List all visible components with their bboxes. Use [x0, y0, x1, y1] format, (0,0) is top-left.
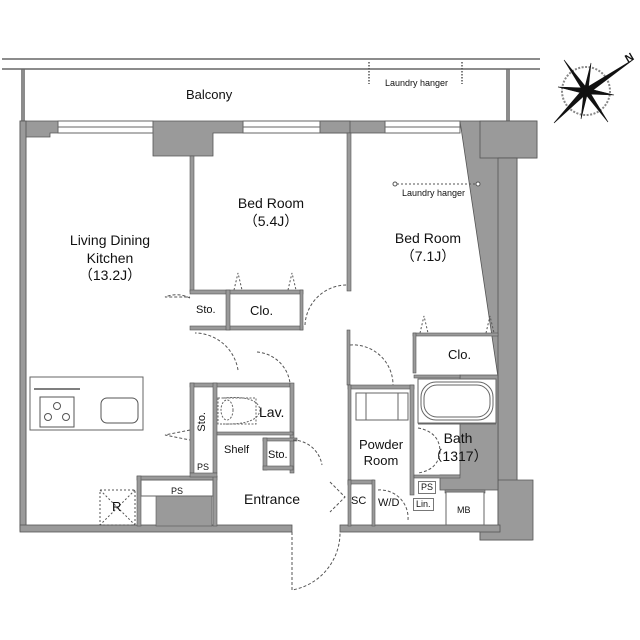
pipe-space-small: PS	[197, 462, 210, 472]
room-bedroom-2: Bed Room （7.1J）	[378, 230, 478, 265]
refrigerator-label: R	[112, 499, 122, 514]
storage-sto-entrance: Sto.	[268, 449, 288, 461]
powder-line1: Powder	[358, 437, 404, 452]
closet-door-markers	[233, 272, 495, 334]
bath-size: （1317）	[428, 447, 488, 464]
meter-box: MB	[457, 505, 471, 515]
interior-walls	[136, 132, 499, 527]
ldk-name-line1: Living Dining	[69, 232, 151, 248]
bedroom2-laundry-hanger-label: Laundry hanger	[402, 188, 466, 198]
pipe-space-bath: PS	[418, 481, 437, 495]
closet-bedroom2: Clo.	[448, 347, 472, 362]
room-bedroom-1: Bed Room （5.4J）	[222, 195, 320, 230]
powder-line2: Room	[363, 453, 399, 469]
inner-boxes	[140, 479, 485, 526]
room-bath: Bath （1317）	[420, 430, 496, 465]
balcony-laundry-hanger-label: Laundry hanger	[385, 78, 449, 88]
windows	[57, 120, 461, 134]
ldk-size: （13.2J）	[78, 267, 142, 283]
stove-icon	[39, 396, 75, 428]
ldk-name-line2: Kitchen	[86, 249, 134, 266]
vanity-icon	[355, 392, 409, 421]
bath-name: Bath	[443, 430, 473, 446]
pipe-space-kitchen: PS	[171, 486, 184, 496]
bedroom2-size: （7.1J）	[400, 247, 456, 264]
room-entrance: Entrance	[244, 491, 301, 507]
bedroom-laundry-hanger	[392, 181, 481, 187]
linen-closet: Lin.	[413, 498, 434, 512]
toilet-icon	[217, 397, 261, 425]
shoe-cabinet: SC	[351, 495, 367, 507]
door-swings	[164, 284, 441, 591]
shelf: Shelf	[224, 444, 250, 456]
exterior-walls	[19, 120, 538, 541]
storage-sto-bedroom1: Sto.	[196, 304, 216, 316]
storage-sto-hall: Sto.	[196, 412, 208, 432]
balcony-rail	[2, 58, 540, 121]
closet-bedroom1: Clo.	[250, 303, 274, 318]
room-lavatory: Lav.	[259, 404, 285, 420]
bathtub-icon	[417, 378, 497, 425]
sink-icon	[100, 397, 139, 424]
washer-dryer-space: W/D	[378, 497, 400, 509]
bedroom2-name: Bed Room	[394, 230, 462, 246]
balcony-label: Balcony	[186, 87, 233, 102]
balcony-laundry-hanger	[368, 62, 463, 84]
bedroom1-name: Bed Room	[237, 195, 305, 211]
room-ldk: Living Dining Kitchen （13.2J）	[60, 232, 160, 285]
compass-rose-icon	[553, 58, 635, 124]
refrigerator-spot	[99, 489, 136, 526]
bedroom1-size: （5.4J）	[243, 212, 299, 229]
room-powder: Powder Room	[350, 437, 412, 470]
